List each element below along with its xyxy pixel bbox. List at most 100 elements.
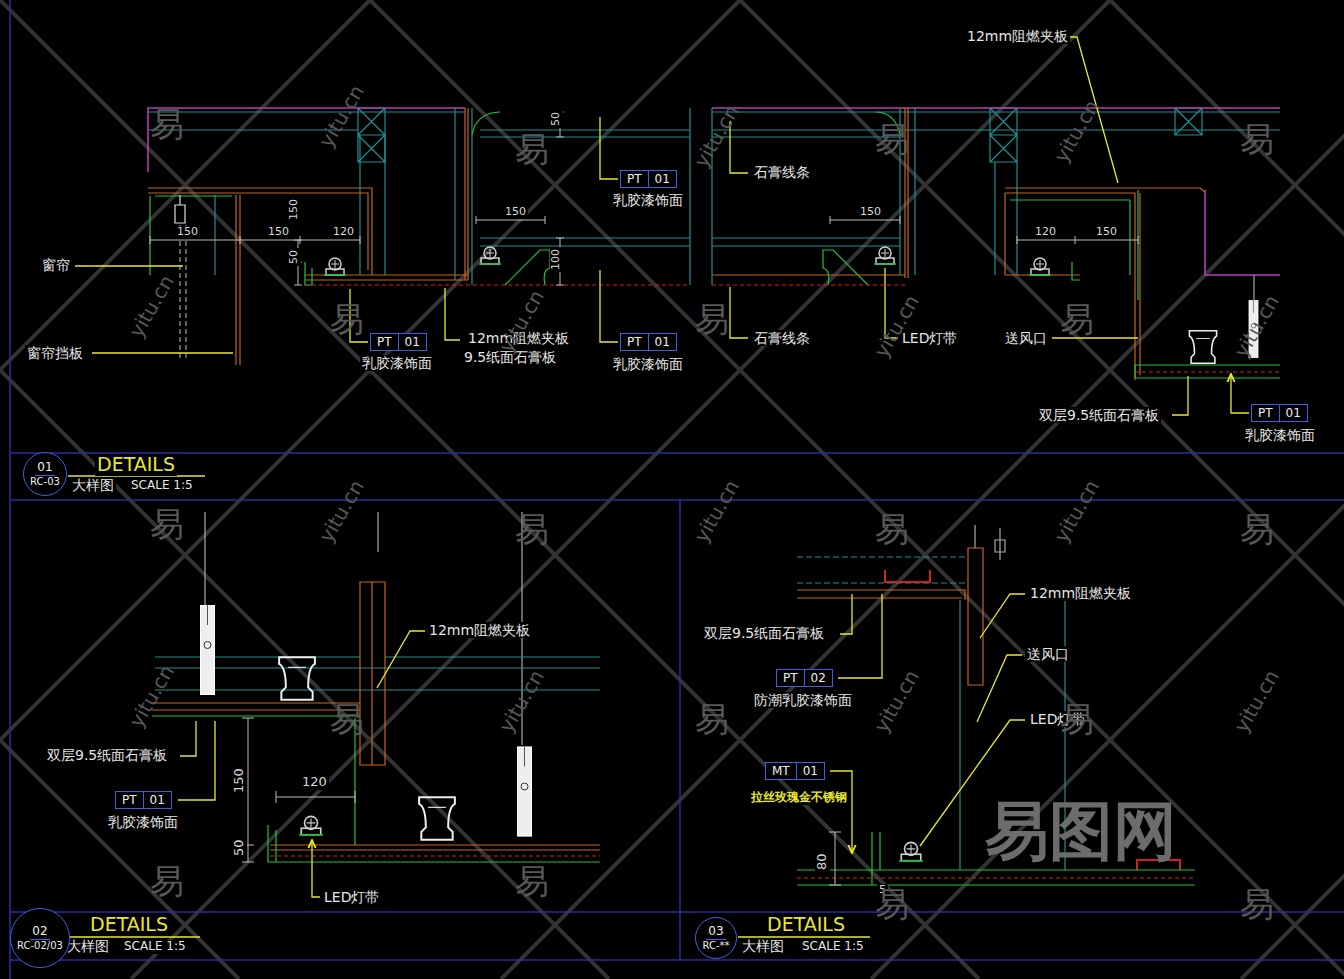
detail-02: [152, 716, 600, 862]
callout-label: 大样图: [70, 477, 116, 493]
dimension-text: 150: [503, 206, 528, 219]
detail-number-bubble: 02RC-02/03: [10, 908, 70, 968]
watermark: yitu.cn: [690, 476, 744, 546]
callout-label: 石膏线条: [752, 164, 812, 180]
dimension-text: 150: [175, 226, 200, 239]
callout-label: 石膏线条: [752, 330, 812, 346]
detail-01: [150, 112, 1138, 285]
callout-label: 乳胶漆饰面: [1243, 427, 1317, 443]
callout-label: 乳胶漆饰面: [360, 355, 434, 371]
callout-label: 送风口: [1003, 330, 1049, 346]
detail-02: [299, 816, 323, 834]
material-tag: PT02: [776, 669, 833, 687]
tag-code: 03: [706, 924, 725, 939]
watermark: yitu.cn: [870, 666, 924, 736]
tag-number: RC-02/03: [15, 940, 65, 952]
detail-02: [279, 657, 315, 699]
watermark: 易: [330, 300, 364, 339]
detail-03: [738, 525, 1195, 937]
watermark: 易: [1060, 300, 1094, 339]
tag-number: 01: [648, 171, 676, 187]
scale-text: SCALE 1:5: [129, 479, 195, 493]
callout-label: LED灯带: [900, 330, 959, 346]
tag-number: 01: [143, 792, 171, 808]
callout-label: 窗帘挡板: [25, 345, 85, 361]
material-note: 拉丝玫瑰金不锈钢: [749, 791, 849, 805]
tag-code: PT: [621, 334, 648, 350]
dimension-text: 150: [858, 206, 883, 219]
watermark: 易: [515, 862, 549, 901]
callout-label: 送风口: [1025, 646, 1071, 662]
tag-code: PT: [116, 792, 143, 808]
watermark: yitu.cn: [125, 271, 179, 341]
sheet-frame: [10, 0, 1344, 979]
watermark: 易: [150, 862, 184, 901]
material-tag: PT01: [115, 791, 172, 809]
watermark: yitu.cn: [315, 476, 369, 546]
dimension-text: 50: [550, 110, 563, 128]
dimension-text: 150: [1094, 226, 1119, 239]
detail-02: [242, 718, 355, 862]
tag-code: 01: [35, 460, 54, 475]
watermark: 易: [515, 130, 549, 169]
detail-03: [829, 832, 841, 885]
watermark: yitu.cn: [315, 81, 369, 151]
scale-text: SCALE 1:5: [800, 940, 866, 954]
tag-number: RC-03: [28, 476, 62, 488]
tag-code: MT: [766, 763, 796, 779]
watermark: yitu.cn: [870, 291, 924, 361]
material-tag: PT01: [620, 170, 677, 188]
callout-label: 双层9.5纸面石膏板: [1037, 407, 1161, 423]
detail-01: [1189, 331, 1216, 363]
watermark: 易: [330, 700, 364, 739]
dimension-text: 120: [1033, 226, 1058, 239]
detail-02: [518, 747, 532, 837]
dimension-text: 50: [232, 837, 247, 858]
detail-02: [62, 512, 600, 937]
callout-label: 乳胶漆饰面: [611, 356, 685, 372]
material-tag: MT01: [765, 762, 825, 780]
detail-03: [797, 877, 1195, 878]
detail-03: [975, 525, 1005, 560]
tag-number: 02: [804, 670, 832, 686]
detail-heading: DETAILS: [88, 914, 170, 936]
detail-03: [797, 548, 983, 685]
watermark-line: [131, 0, 1110, 979]
dimension-text: 50: [288, 248, 301, 266]
tag-code: PT: [777, 670, 804, 686]
callout-label: 12mm阻燃夹板: [965, 28, 1070, 44]
detail-number-bubble: 03RC-**: [695, 917, 737, 959]
detail-01: [479, 247, 501, 264]
sheet-frame: [10, 0, 1344, 979]
callout-label: 窗帘: [40, 257, 72, 273]
watermark: 易: [695, 300, 729, 339]
callout-label: LED灯带: [322, 889, 381, 905]
watermark: yitu.cn: [1050, 476, 1104, 546]
tag-code: PT: [371, 334, 398, 350]
watermark: 易: [1240, 120, 1274, 159]
watermark: 易: [875, 885, 909, 924]
detail-01: [180, 225, 186, 360]
detail-heading: DETAILS: [95, 454, 177, 476]
watermark: 易: [695, 700, 729, 739]
detail-02: [270, 855, 600, 856]
tag-code: 02: [30, 924, 49, 939]
callout-label: 大样图: [65, 938, 111, 954]
tag-code: PT: [621, 171, 648, 187]
watermark: 易: [1240, 510, 1274, 549]
detail-01: [148, 108, 1205, 380]
detail-03: [885, 570, 1180, 870]
scale-text: SCALE 1:5: [122, 940, 188, 954]
dimension-text: 150: [288, 197, 301, 222]
tag-number: RC-**: [700, 940, 731, 952]
watermark: 易: [150, 105, 184, 144]
detail-heading: DETAILS: [765, 914, 847, 936]
detail-01: [1253, 275, 1254, 300]
watermark-line: [0, 0, 979, 979]
watermark-line: [370, 0, 1344, 979]
tag-number: 01: [398, 334, 426, 350]
dimension-text: 120: [331, 226, 356, 239]
watermark: yitu.cn: [1050, 96, 1104, 166]
